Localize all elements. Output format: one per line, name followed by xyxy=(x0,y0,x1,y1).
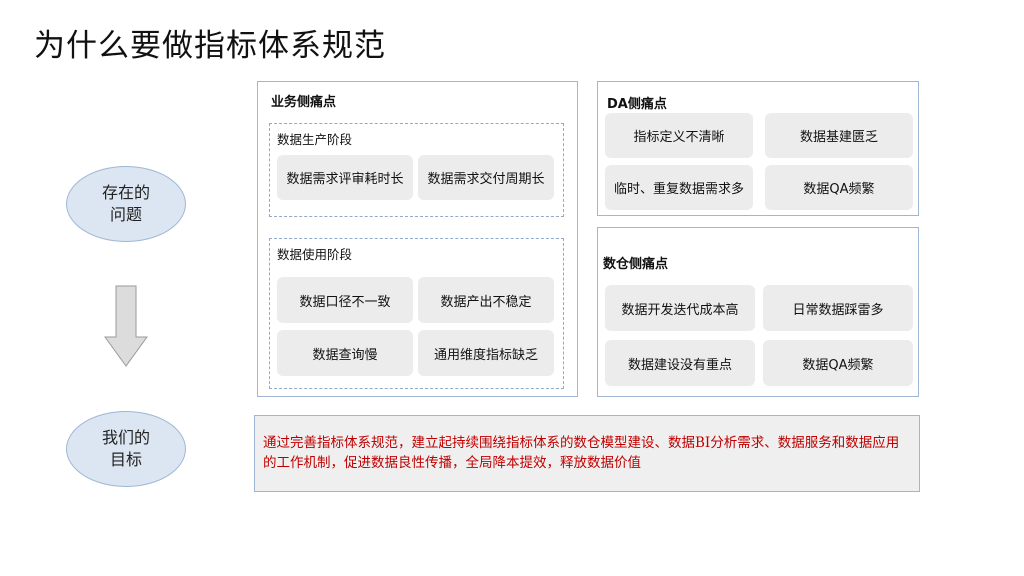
goal-text: 通过完善指标体系规范，建立起持续围绕指标体系的数仓模型建设、数据BI分析需求、数… xyxy=(263,435,900,471)
usage-stage-title: 数据使用阶段 xyxy=(277,247,353,262)
problem-ellipse: 存在的 问题 xyxy=(66,166,186,242)
goal-ellipse: 我们的 目标 xyxy=(66,411,186,487)
pain-point-item: 数据建设没有重点 xyxy=(605,340,755,386)
pain-point-item: 指标定义不清晰 xyxy=(605,113,753,158)
business-pain-points-title: 业务侧痛点 xyxy=(271,95,337,110)
pain-point-item: 数据开发迭代成本高 xyxy=(605,285,755,331)
da-pain-points-title: DA侧痛点 xyxy=(607,97,667,112)
dw-pain-points-title: 数仓侧痛点 xyxy=(603,257,669,272)
pain-point-item: 日常数据踩雷多 xyxy=(763,285,913,331)
production-stage-group: 数据生产阶段 数据需求评审耗时长 数据需求交付周期长 xyxy=(269,123,564,217)
pain-point-item: 数据需求评审耗时长 xyxy=(277,155,413,200)
pain-point-item: 数据QA频繁 xyxy=(763,340,913,386)
pain-point-item: 数据QA频繁 xyxy=(765,165,913,210)
goal-panel: 通过完善指标体系规范，建立起持续围绕指标体系的数仓模型建设、数据BI分析需求、数… xyxy=(254,415,920,492)
pain-point-item: 数据基建匮乏 xyxy=(765,113,913,158)
pain-point-item: 数据产出不稳定 xyxy=(418,277,554,323)
production-stage-title: 数据生产阶段 xyxy=(277,132,353,147)
da-pain-points-panel: DA侧痛点 指标定义不清晰 数据基建匮乏 临时、重复数据需求多 数据QA频繁 xyxy=(597,81,919,216)
page-title: 为什么要做指标体系规范 xyxy=(34,28,386,64)
pain-point-item: 数据口径不一致 xyxy=(277,277,413,323)
usage-stage-group: 数据使用阶段 数据口径不一致 数据产出不稳定 数据查询慢 通用维度指标缺乏 xyxy=(269,238,564,389)
down-arrow-icon xyxy=(104,285,148,367)
pain-point-item: 临时、重复数据需求多 xyxy=(605,165,753,210)
dw-pain-points-panel: 数仓侧痛点 数据开发迭代成本高 日常数据踩雷多 数据建设没有重点 数据QA频繁 xyxy=(597,227,919,397)
pain-point-item: 数据需求交付周期长 xyxy=(418,155,554,200)
pain-point-item: 通用维度指标缺乏 xyxy=(418,330,554,376)
business-pain-points-panel: 业务侧痛点 数据生产阶段 数据需求评审耗时长 数据需求交付周期长 数据使用阶段 … xyxy=(257,81,578,397)
pain-point-item: 数据查询慢 xyxy=(277,330,413,376)
